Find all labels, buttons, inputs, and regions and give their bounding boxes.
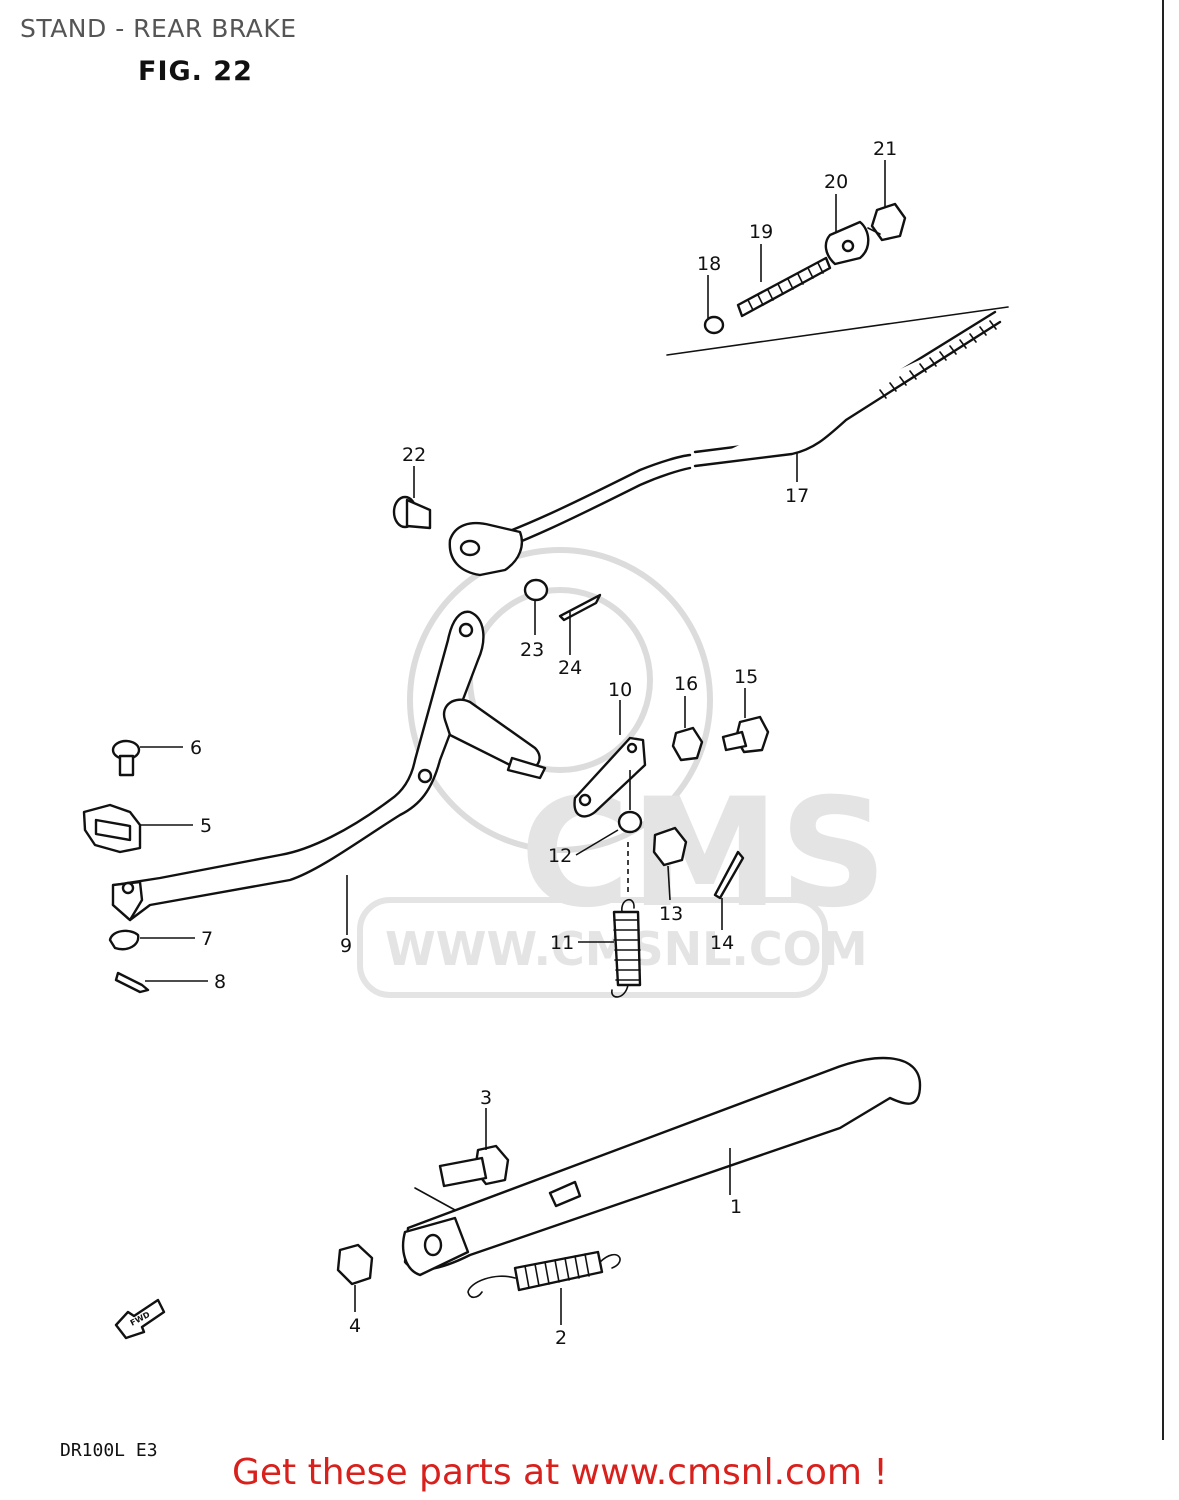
part-20-joint xyxy=(824,220,870,266)
part-15-bolt xyxy=(721,715,770,754)
part-16-nut xyxy=(671,726,704,762)
callout-6: 6 xyxy=(190,737,202,759)
part-11-spring xyxy=(611,899,642,998)
part-9-brake-pedal xyxy=(111,610,547,922)
callout-14: 14 xyxy=(710,932,734,954)
callout-8: 8 xyxy=(214,971,226,993)
callout-17: 17 xyxy=(785,485,809,507)
part-22-pin xyxy=(392,495,432,530)
callout-12: 12 xyxy=(548,845,572,867)
page-title: STAND - REAR BRAKE xyxy=(20,14,297,43)
callout-23: 23 xyxy=(520,639,544,661)
callout-2: 2 xyxy=(555,1327,567,1349)
assembly-guide-line-stand xyxy=(414,1187,456,1211)
callout-20: 20 xyxy=(824,171,848,193)
callout-10: 10 xyxy=(608,679,632,701)
part-24-cotter-pin xyxy=(558,593,602,622)
callout-4: 4 xyxy=(349,1315,361,1337)
watermark-logo-ring xyxy=(407,547,713,853)
callout-24: 24 xyxy=(558,657,582,679)
part-6-bolt xyxy=(111,739,141,777)
model-code: DR100L E3 xyxy=(60,1440,158,1461)
leader-lines xyxy=(140,160,886,1325)
callout-16: 16 xyxy=(674,673,698,695)
callout-1: 1 xyxy=(730,1196,742,1218)
callout-numbers: 1 2 3 4 5 6 7 8 9 10 11 12 13 14 15 16 1… xyxy=(190,138,897,1349)
part-5-clamp xyxy=(82,803,142,854)
page-border xyxy=(1162,0,1164,1440)
callout-7: 7 xyxy=(201,928,213,950)
part-10-plate xyxy=(573,736,647,818)
part-8-cotter-pin xyxy=(114,971,150,994)
part-19-spring xyxy=(736,256,832,318)
promo-link[interactable]: Get these parts at www.cmsnl.com ! xyxy=(232,1452,888,1493)
part-4-nut xyxy=(336,1243,374,1286)
callout-19: 19 xyxy=(749,221,773,243)
part-17-brake-rod xyxy=(448,310,1002,577)
figure-label: FIG. 22 xyxy=(138,56,253,87)
forward-direction-arrow: FWD xyxy=(114,1298,166,1340)
part-3-bolt xyxy=(438,1144,510,1188)
part-12-washer xyxy=(617,810,643,834)
part-2-spring xyxy=(467,1250,621,1299)
part-7-spring xyxy=(108,929,140,951)
part-23-washer xyxy=(523,578,549,602)
watermark-brand: CMS xyxy=(520,767,887,941)
part-14-cotter-pin xyxy=(713,850,745,900)
callout-3: 3 xyxy=(480,1087,492,1109)
part-1-side-stand xyxy=(401,1056,922,1277)
exploded-parts-diagram: CMS WWW.CMSNL.COM xyxy=(82,138,1009,1349)
callout-5: 5 xyxy=(200,815,212,837)
watermark-url-box xyxy=(357,897,828,998)
part-13-castle-nut xyxy=(652,826,688,867)
assembly-guide-line xyxy=(666,306,1009,356)
callout-18: 18 xyxy=(697,253,721,275)
part-21-nut xyxy=(867,202,907,242)
callout-13: 13 xyxy=(659,903,683,925)
callout-22: 22 xyxy=(402,444,426,466)
callout-9: 9 xyxy=(340,935,352,957)
callout-15: 15 xyxy=(734,666,758,688)
callout-11: 11 xyxy=(550,932,574,954)
part-18-washer xyxy=(703,315,725,335)
callout-21: 21 xyxy=(873,138,897,160)
